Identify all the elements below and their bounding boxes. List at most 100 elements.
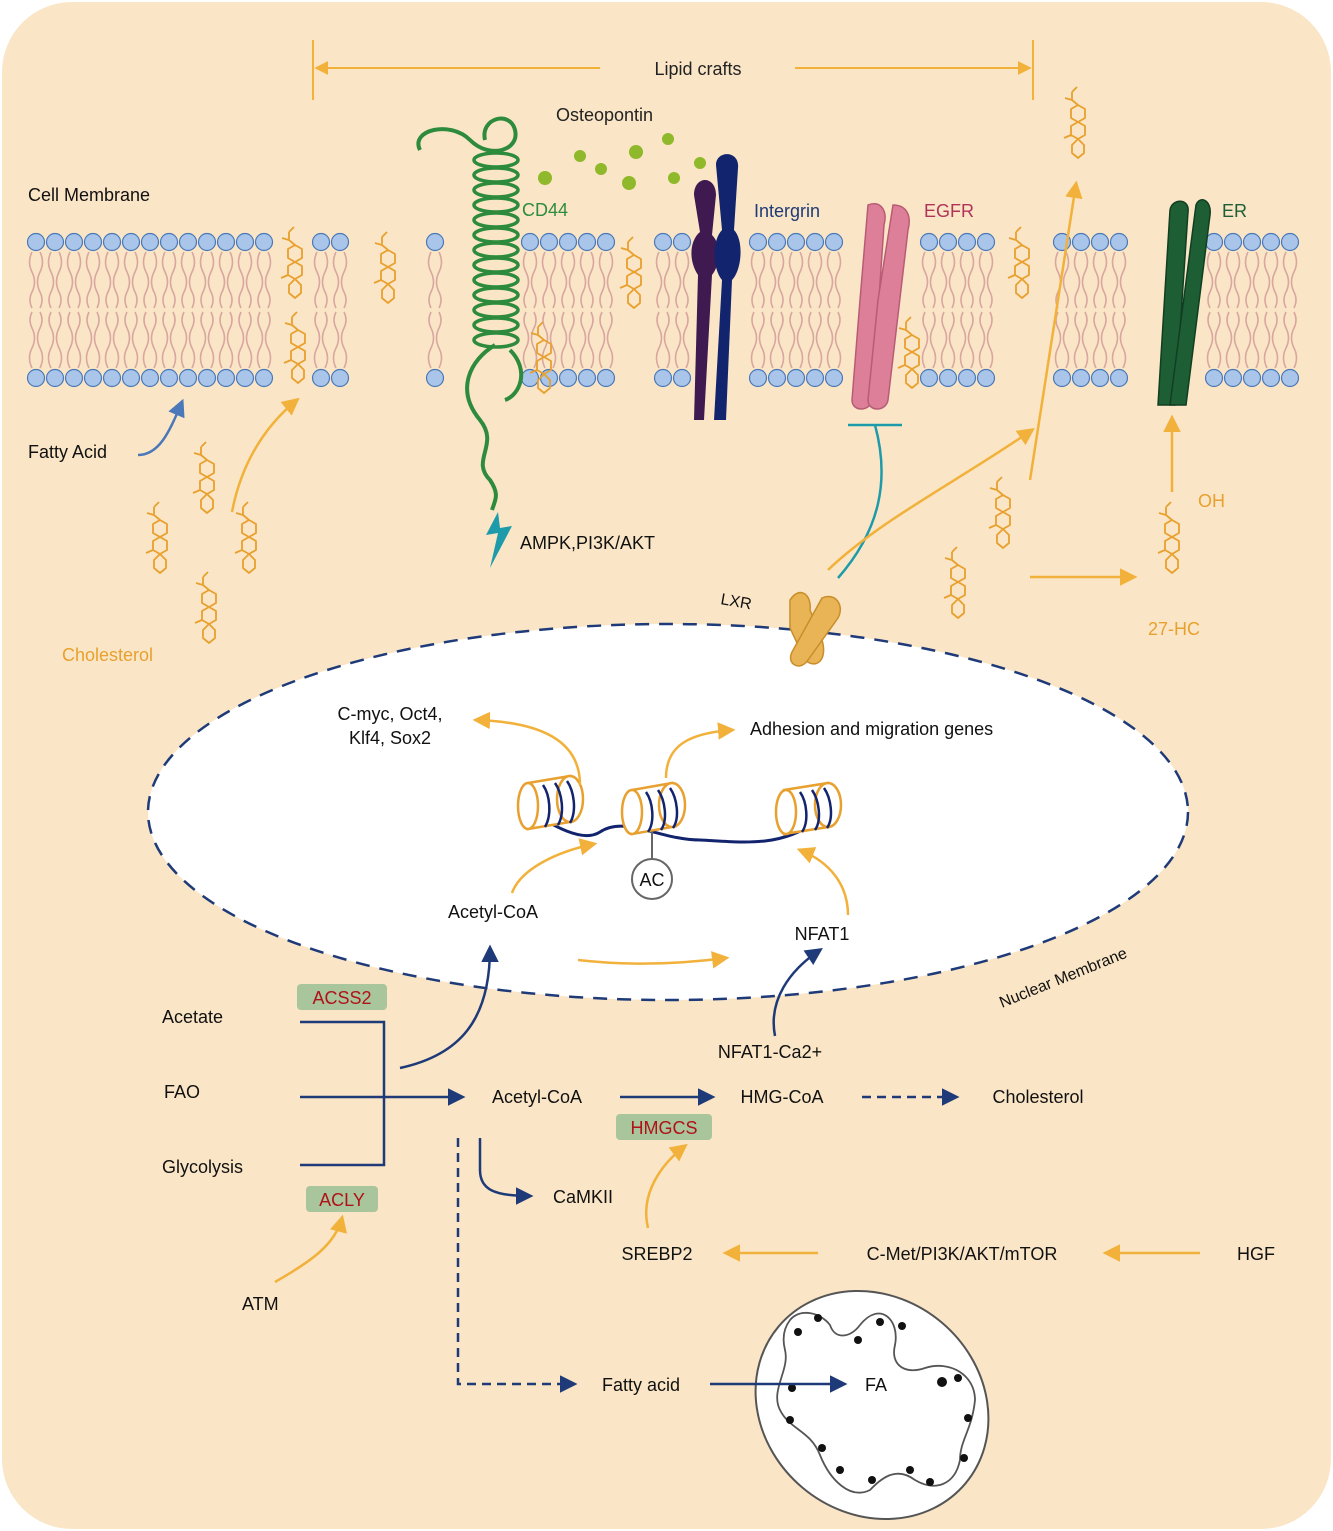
membrane-efflux-arrow	[1028, 180, 1083, 481]
lipid-tail	[1092, 311, 1108, 369]
phospholipid-head	[748, 232, 768, 252]
adhesion-genes-arrow	[664, 722, 736, 779]
phospholipid-head	[1223, 368, 1243, 388]
phospholipid-head	[653, 368, 673, 388]
srebp2-label: SREBP2	[621, 1244, 692, 1264]
phospholipid-head	[159, 232, 179, 252]
phospholipid-head	[919, 368, 939, 388]
acetyl-coa-label: Acetyl-CoA	[492, 1087, 582, 1107]
cd44-coil-turn	[472, 331, 520, 349]
lightning-icon	[486, 512, 512, 568]
phospholipid-head	[102, 368, 122, 388]
hmgcs-badge	[616, 1114, 712, 1140]
mitochondrion	[754, 1290, 990, 1520]
lipid-tail	[1225, 251, 1241, 309]
lipid-tail	[161, 251, 177, 309]
phospholipid-head	[83, 368, 103, 388]
phospholipid-head	[1242, 232, 1262, 252]
lipid-tail	[142, 251, 158, 309]
phospholipid-head	[1261, 368, 1281, 388]
lipid-tail	[1263, 311, 1279, 369]
lipid-tail	[47, 251, 63, 309]
lipid-tail	[1092, 251, 1108, 309]
cholesterol-label: Cholesterol	[62, 645, 153, 665]
lipid-tail	[47, 311, 63, 369]
cd44-receptor	[416, 116, 524, 511]
phospholipid-head	[558, 232, 578, 252]
cell-membrane-bilayer	[26, 232, 1300, 388]
phospholipid-head	[425, 368, 445, 388]
phospholipid-head	[197, 368, 217, 388]
acetyl-coa-to-nfat1-arrow	[577, 951, 730, 969]
lipid-tail	[142, 311, 158, 369]
lipid-tail	[674, 311, 690, 369]
chromatin	[516, 774, 843, 900]
acss2-label: ACSS2	[312, 988, 371, 1008]
lipid-tail	[579, 311, 595, 369]
lipid-tail	[1225, 311, 1241, 369]
cell-membrane-label: Cell Membrane	[28, 185, 150, 205]
lipid-tail	[199, 251, 215, 309]
fatty-acid-product-label: Fatty acid	[602, 1375, 680, 1395]
lipid-tail	[541, 251, 557, 309]
phospholipid-head	[976, 232, 996, 252]
lipid-tail	[66, 311, 82, 369]
stemness-genes-arrow	[472, 711, 582, 786]
lipid-tail	[940, 311, 956, 369]
phospholipid-head	[1280, 232, 1300, 252]
lipid-tail	[237, 251, 253, 309]
phospholipid-head	[1090, 232, 1110, 252]
lipid-rafts-bracket	[312, 40, 1034, 100]
phospholipid-head	[1280, 368, 1300, 388]
phospholipid-head	[121, 232, 141, 252]
nucleosome-right	[774, 781, 843, 836]
phospholipid-head	[672, 232, 692, 252]
glycolysis-label: Glycolysis	[162, 1157, 243, 1177]
phospholipid-head	[957, 232, 977, 252]
phospholipid-head	[197, 232, 217, 252]
lipid-tail	[104, 311, 120, 369]
lipid-tail	[750, 251, 766, 309]
lipid-tail	[1244, 311, 1260, 369]
lipid-tail	[522, 251, 538, 309]
lipid-tail	[1111, 251, 1127, 309]
nfat1-label: NFAT1	[795, 924, 850, 944]
oh-label: OH	[1198, 491, 1225, 511]
lipid-tail	[104, 251, 120, 309]
lipid-tail	[237, 311, 253, 369]
fatty-acid-label: Fatty Acid	[28, 442, 107, 462]
lipid-tail	[1206, 311, 1222, 369]
lipid-tail	[807, 251, 823, 309]
lipid-tail	[427, 311, 443, 369]
lipid-tail	[332, 251, 348, 309]
acss2-badge	[297, 984, 387, 1010]
phospholipid-head	[140, 232, 160, 252]
lipid-tail	[313, 311, 329, 369]
lipid-tail	[180, 251, 196, 309]
nfat1-ca-label: NFAT1-Ca2+	[718, 1042, 822, 1062]
phospholipid-head	[1223, 232, 1243, 252]
phospholipid-head	[121, 368, 141, 388]
phospholipid-head	[64, 368, 84, 388]
phospholipid-head	[786, 232, 806, 252]
phospholipid-head	[1052, 368, 1072, 388]
lipid-tail	[959, 311, 975, 369]
phospholipid-head	[83, 232, 103, 252]
nucleosome-middle	[620, 781, 687, 836]
lipid-tail	[256, 311, 272, 369]
nfat1-ca-to-nfat1-arrow	[772, 948, 823, 1037]
lipid-tail	[655, 251, 671, 309]
acetate-label: Acetate	[162, 1007, 223, 1027]
nucleosome-left	[516, 774, 585, 831]
phospholipid-head	[805, 232, 825, 252]
phospholipid-head	[311, 368, 331, 388]
lipid-tail	[921, 251, 937, 309]
lipid-tail	[579, 251, 595, 309]
phospholipid-head	[520, 232, 540, 252]
lxr-label: LXR	[719, 591, 753, 613]
lxr-receptor	[789, 591, 842, 667]
substrate-convergence-lines	[300, 944, 499, 1167]
lipid-tail	[750, 311, 766, 369]
integrin-receptor	[691, 154, 741, 420]
